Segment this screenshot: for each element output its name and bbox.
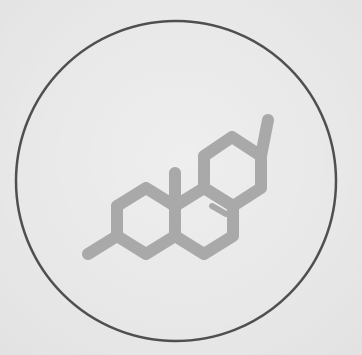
methyl-bond-top <box>255 114 274 162</box>
steroid-skeleton <box>82 114 274 260</box>
ring-c <box>198 131 267 212</box>
methyl-bond-left <box>82 230 123 260</box>
double-bond-line <box>209 203 229 217</box>
circle-outline <box>14 19 338 343</box>
ring-a <box>111 182 181 260</box>
